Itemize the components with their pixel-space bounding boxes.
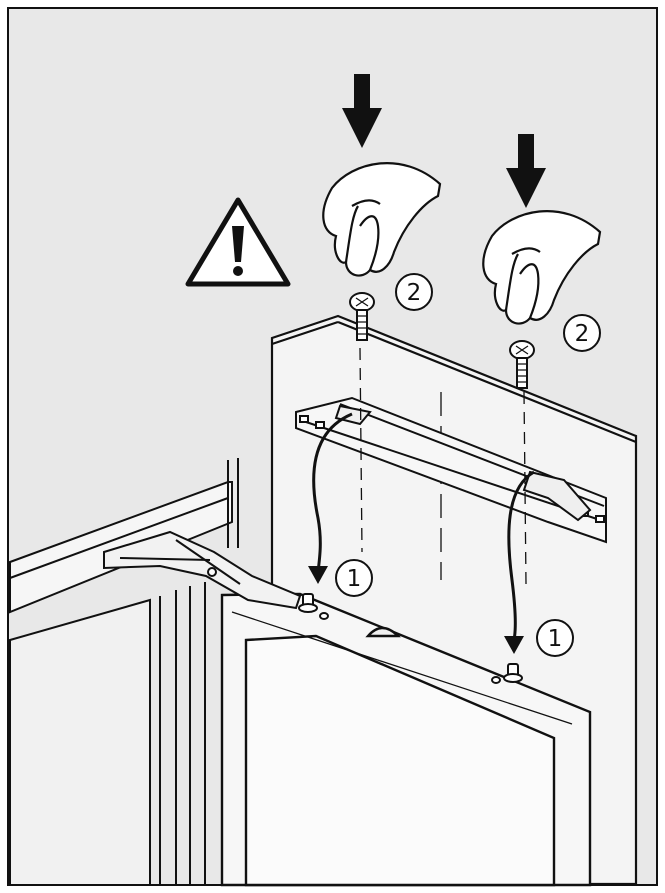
step-2-callout-left: 2 (395, 273, 433, 311)
pinching-hand-icon (482, 210, 602, 325)
door-hinge (103, 530, 302, 610)
warning-triangle-icon (185, 197, 291, 287)
arrow-down-icon (506, 134, 546, 208)
pinching-hand-icon (322, 162, 442, 277)
mounting-stud-left (298, 593, 329, 620)
door-mounting-bracket (295, 396, 607, 544)
svg-text:2: 2 (575, 321, 590, 347)
mounting-stud-right (491, 663, 523, 684)
svg-text:1: 1 (347, 566, 362, 592)
door-latch (365, 626, 401, 638)
placement-arrow-left (308, 412, 353, 584)
svg-text:1: 1 (548, 626, 563, 652)
arrow-down-icon (342, 74, 382, 148)
placement-arrow-right (504, 470, 535, 654)
screw-icon (509, 340, 535, 389)
step-1-callout-left: 1 (335, 559, 373, 597)
step-2-callout-right: 2 (563, 314, 601, 352)
screw-icon (349, 292, 375, 341)
step-1-callout-right: 1 (536, 619, 574, 657)
screw-guide-lines (359, 347, 527, 585)
svg-text:2: 2 (407, 280, 422, 306)
